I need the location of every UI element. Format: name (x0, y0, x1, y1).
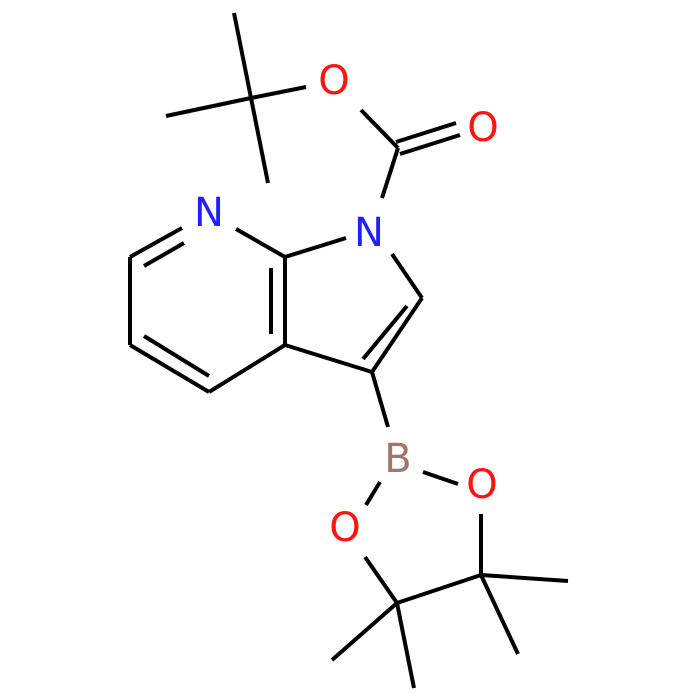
bond-pinacol-methyl-left (330, 601, 399, 662)
bond-o-ester-carbonyl-c (359, 108, 400, 150)
atom-o-dioxaborolane-left: O (329, 505, 360, 551)
bond-o-left-c (363, 555, 399, 605)
atom-o-ester: O (318, 58, 349, 104)
bond-b-o-right (422, 470, 459, 486)
bond-c2-c3 (370, 296, 424, 374)
bond-tbu-methyl-bottom (249, 97, 270, 184)
bond-b-o-left (364, 480, 382, 507)
bond-tbu-methyl-left (165, 96, 252, 118)
bond-carbonyl-double-b (399, 133, 461, 156)
bond-tbu-methyl-top (232, 12, 253, 99)
bond-c-c-pinacol (396, 573, 482, 605)
bond-pinacol-methyl-right (480, 573, 569, 583)
bond-carbonyl-double-a (395, 121, 457, 144)
bond-c2-c3-inner (361, 304, 409, 361)
bond-c7a-n1 (284, 236, 347, 259)
bond-tbu-o-ester (250, 85, 307, 100)
bond-c7a-n7 (235, 227, 286, 259)
bond-n1-c2 (390, 252, 424, 300)
atom-boron: B (384, 436, 411, 482)
bond-c5-c4-inner (142, 334, 211, 378)
bond-c4-c3a (207, 343, 287, 394)
bond-n7-c6-inner (143, 241, 185, 268)
bond-c5-c4 (128, 343, 211, 394)
atom-n-pyrrole: N (354, 210, 384, 256)
atom-n-pyridine: N (194, 190, 224, 236)
bond-c3-b (370, 371, 390, 428)
atom-o-carbonyl: O (467, 105, 498, 151)
bonds (128, 12, 569, 689)
bond-c3-c3a (284, 343, 373, 374)
atom-labels: O O N N B O O (194, 58, 499, 551)
bond-pinacol-methyl-down (479, 574, 520, 655)
bond-pinacol-methyl-bottom (395, 602, 416, 689)
bond-n7-c6 (129, 226, 183, 259)
atom-o-dioxaborolane-right: O (466, 462, 497, 508)
bond-carbonyl-c-n1 (380, 147, 400, 199)
